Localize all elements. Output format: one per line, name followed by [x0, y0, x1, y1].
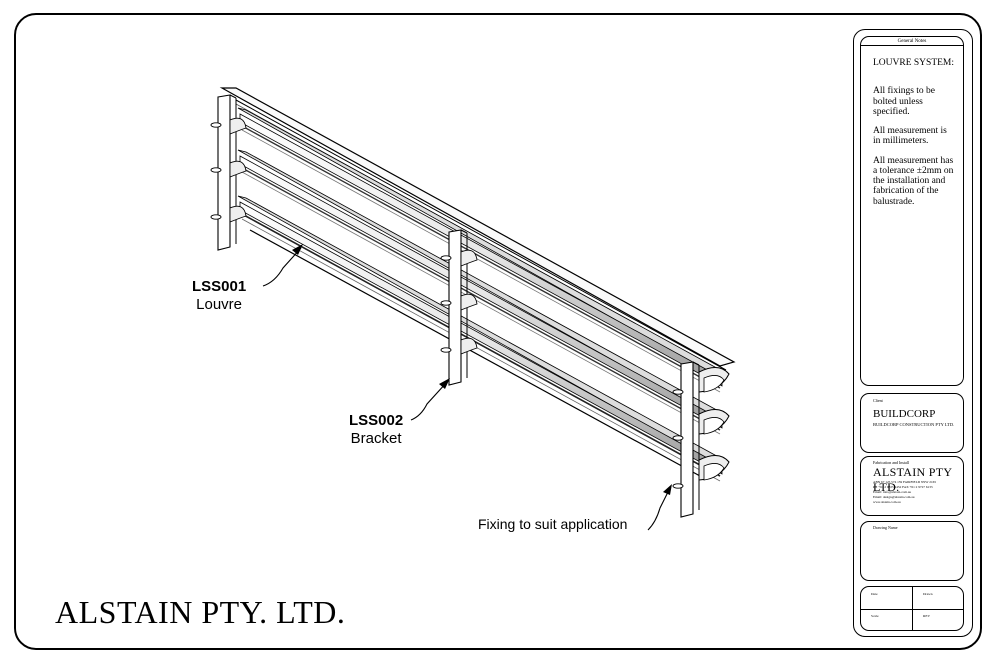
revision-panel: Date Drawn Scale REV	[860, 586, 964, 631]
client-full-name: BUILDCORP CONSTRUCTION PTY LTD.	[873, 422, 955, 427]
louvre-blade-row-1	[237, 107, 725, 393]
client-panel: Client BUILDCORP BUILDCORP CONSTRUCTION …	[860, 393, 964, 453]
callout-fixing: Fixing to suit application	[478, 516, 628, 532]
company-name: ALSTAIN PTY LTD.	[873, 465, 952, 494]
callout-bracket-code: LSS002	[349, 412, 404, 429]
drawing-name-panel: Drawing Name	[860, 521, 964, 581]
callout-louvre-code: LSS001	[192, 278, 247, 295]
callout-bracket: LSS002 Bracket	[349, 412, 403, 448]
scale-label: Scale	[871, 614, 879, 618]
drawing-name-label: Drawing Name	[873, 525, 898, 530]
title-block	[853, 29, 973, 637]
bracket-right	[672, 361, 730, 518]
company-contact-line: Email: design@alstain.com.au	[873, 494, 915, 499]
rev-label: REV	[923, 614, 930, 618]
leader-bracket	[410, 378, 450, 421]
louvre-isometric-drawing	[210, 87, 736, 531]
callout-bracket-name: Bracket	[350, 430, 402, 447]
revision-divider-h	[861, 608, 963, 610]
general-notes-body: LOUVRE SYSTEM: All fixings to be bolted …	[861, 46, 963, 207]
note-heading: LOUVRE SYSTEM:	[873, 58, 955, 68]
callout-louvre-name: Louvre	[196, 296, 243, 313]
company-contact: ABN 67 125 574 159 FAIRFIELD NSW 2165 PH…	[873, 480, 936, 505]
callout-louvre: LSS001 Louvre	[192, 278, 246, 314]
leader-fixing	[647, 484, 672, 531]
bracket-middle	[440, 229, 478, 386]
brand-wordmark: ALSTAIN PTY. LTD.	[55, 594, 346, 630]
note-item: All fixings to be bolted unless specifie…	[873, 86, 936, 117]
note-item: All measurement is in millimeters.	[873, 126, 947, 147]
leader-louvre	[262, 244, 303, 287]
bracket-left	[210, 94, 247, 251]
general-notes-panel: General Notes LOUVRE SYSTEM: All fixings…	[860, 36, 964, 386]
company-contact-line: www.alstain.com.au	[873, 499, 901, 504]
client-name: BUILDCORP	[873, 408, 936, 420]
company-contact-line: ABN 67 125 574 159 FAIRFIELD NSW 2165	[873, 480, 937, 484]
client-label: Client	[873, 398, 883, 403]
louvre-blade-row-3	[237, 195, 725, 482]
drawing-sheet-border	[14, 13, 982, 650]
note-item: All measurement has a tolerance ±2mm on …	[873, 155, 954, 207]
louvre-blade-row-2	[237, 149, 725, 435]
drawn-label: Drawn	[923, 592, 933, 596]
company-label: Fabrication and Install	[873, 460, 909, 465]
date-label: Date	[871, 592, 878, 596]
company-panel: Fabrication and Install ALSTAIN PTY LTD.…	[860, 456, 964, 516]
general-notes-header: General Notes	[861, 37, 963, 46]
top-rail	[219, 87, 736, 375]
company-contact-line: Email: info@alstain.com.au	[873, 489, 912, 494]
company-contact-line: PH +61 2 9725 5452 FAX +61 2 9727 6133	[873, 484, 933, 489]
